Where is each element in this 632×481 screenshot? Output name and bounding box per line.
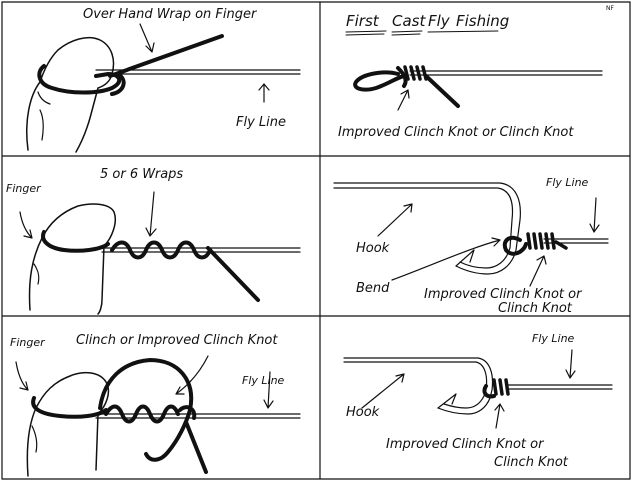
arrow-bend <box>391 237 501 281</box>
fly-line <box>95 69 301 75</box>
arrow-fly-line <box>258 83 270 103</box>
title-word-fishing: Fishing <box>456 12 509 30</box>
label-overhand-wrap: Over Hand Wrap on Finger <box>83 7 258 22</box>
panel-5-clinch-loop: Finger Clinch or Improved Clinch Knot Fl… <box>10 333 301 477</box>
title-word-first: First <box>346 12 380 30</box>
page-title: First Cast Fly Fishing <box>345 12 509 36</box>
hook-drawing <box>333 182 521 275</box>
arrow-fly-line <box>589 197 600 233</box>
arrow-finger <box>15 361 29 391</box>
panel-3-five-wraps: Finger 5 or 6 Wraps <box>6 167 301 315</box>
wrap-line <box>31 358 301 474</box>
panel-2-clinch-knot: First Cast Fly Fishing NF Improved Clinc… <box>338 5 614 140</box>
hook-drawing <box>343 357 494 415</box>
label-clinch-improved: Clinch or Improved Clinch Knot <box>76 333 278 348</box>
label-hook: Hook <box>346 405 380 420</box>
label-knot-line1: Improved Clinch Knot or <box>424 287 583 302</box>
arrow-finger <box>19 211 33 239</box>
arrow-knot-label <box>175 355 209 395</box>
arrow-fly-line <box>565 349 576 379</box>
arrow-knot-label <box>494 403 505 429</box>
label-hook: Hook <box>356 241 390 256</box>
label-five-wraps: 5 or 6 Wraps <box>100 167 183 182</box>
panel-6-finished-knot: Fly Line Hook Improved Clinch Knot or Cl… <box>343 332 613 470</box>
label-finger: Finger <box>6 182 42 195</box>
knot-drawing <box>353 65 603 108</box>
label-finger: Finger <box>10 336 46 349</box>
wrap-line <box>41 230 301 302</box>
arrow-knot-label <box>529 255 547 287</box>
label-bend: Bend <box>356 281 390 296</box>
finger-drawing <box>25 36 115 153</box>
finger-drawing <box>26 371 110 477</box>
finger-drawing <box>28 203 116 315</box>
arrow-wrap-label <box>139 23 155 53</box>
label-knot-line2: Clinch Knot <box>494 455 569 470</box>
knot-drawing <box>502 232 609 256</box>
label-knot-line2: Clinch Knot <box>498 301 573 316</box>
arrow-fly-line <box>263 371 274 409</box>
arrow-wraps <box>145 191 157 237</box>
wrap-line <box>37 34 224 96</box>
label-fly-line: Fly Line <box>546 176 589 189</box>
panel-1-overhand-wrap: Over Hand Wrap on Finger Fly Line <box>25 7 301 153</box>
arrow-knot-label <box>397 89 410 111</box>
title-word-fly: Fly <box>428 12 451 30</box>
label-fly-line: Fly Line <box>236 115 286 130</box>
label-fly-line: Fly Line <box>532 332 575 345</box>
label-clinch-knot: Improved Clinch Knot or Clinch Knot <box>338 125 574 140</box>
corner-mark: NF <box>606 5 614 12</box>
title-word-cast: Cast <box>392 12 426 30</box>
arrow-hook <box>377 203 413 237</box>
arrow-hook <box>361 373 405 409</box>
label-knot-line1: Improved Clinch Knot or <box>386 437 545 452</box>
knot-drawing <box>482 378 613 399</box>
label-fly-line: Fly Line <box>242 374 285 387</box>
panel-4-hook-bend: Fly Line Hook Bend Improved Clinch Knot … <box>333 176 609 316</box>
